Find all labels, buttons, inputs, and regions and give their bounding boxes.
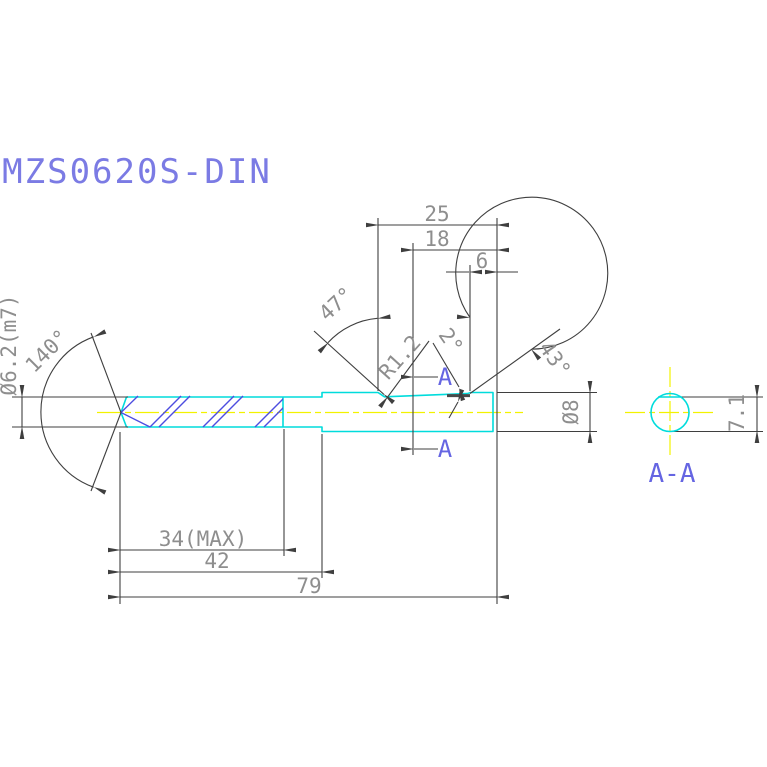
arrowheads — [19, 222, 760, 600]
dim-notch-radius: R1.2 — [374, 330, 426, 384]
dim-cutting-diameter: Ø6.2(m7) — [0, 294, 21, 395]
shank-circle — [650, 392, 690, 433]
flute-helix-lines — [121, 395, 283, 428]
dimension-lines — [12, 196, 763, 604]
dim-overall-length: 79 — [296, 574, 321, 598]
dim-shank-clamp-length: 25 — [424, 202, 449, 226]
labels: MZS0620S-DIN 25 18 6 34(MAX) 42 79 Ø6.2(… — [0, 152, 749, 598]
dim-flat-end-offset: 6 — [476, 249, 489, 273]
section-cut-label-top: A — [438, 363, 453, 391]
section-centerlines — [625, 367, 714, 456]
dim-shank-diameter: Ø8 — [559, 399, 583, 424]
dim-flat-length: 18 — [424, 227, 449, 251]
dim-point-angle: 140° — [21, 325, 74, 378]
dim-notch-angle: 47° — [314, 282, 358, 325]
dim-body-length: 42 — [204, 549, 229, 573]
dim-flute-length-max: 34(MAX) — [159, 527, 248, 551]
section-cut-label-bottom: A — [438, 435, 453, 463]
body-profile — [126, 391, 494, 433]
section-view — [625, 367, 714, 456]
dim-flat-height: 7.1 — [725, 394, 749, 432]
drawing-title: MZS0620S-DIN — [2, 152, 272, 192]
section-view-label: A-A — [649, 459, 696, 489]
